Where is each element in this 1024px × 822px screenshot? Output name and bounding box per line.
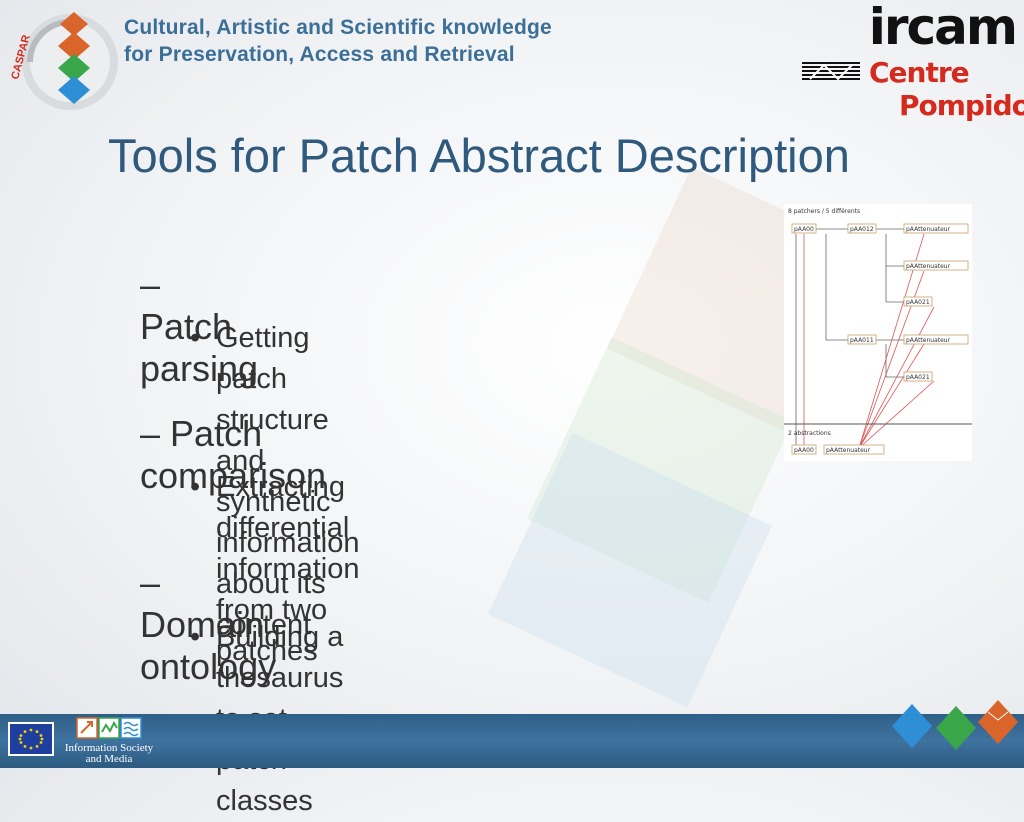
caspar-logo: CASPAR [9,12,118,110]
dash: – [140,562,161,603]
diagram-node: pAA012 [850,226,874,233]
diagram-section-label: 2 abstractions [788,430,831,437]
diagram-node: pAAttenuateur [906,226,951,233]
diagram-header: 8 patchers / 5 différents [788,208,860,215]
bullet: • [190,322,201,354]
footer-bar [0,714,1024,768]
sub-item-differential: • Extracting differential information fr… [190,467,359,672]
isl-line-1: Information Society [64,742,154,754]
bullet: • [190,471,201,503]
pompidou-text: Pompidou [899,89,1024,122]
item-text: Domain ontology [140,604,277,687]
bullet: • [190,621,201,653]
centre-pompidou-logo: Centre Pompidou [869,56,1024,122]
patch-structure-diagram: 8 patchers / 5 différents pA [784,204,972,461]
caspar-diamonds-logo [892,700,1018,750]
sub-item-line-1: Extracting differential information from… [216,471,360,626]
eu-flag-icon [8,722,54,756]
diagram-node: pAA021 [906,299,930,306]
centre-text: Centre [869,56,970,89]
sub-item-line-1: Getting patch structure and synthetic [216,322,331,518]
isl-line-2: and Media [85,753,133,765]
project-tagline: Cultural, Artistic and Scientific knowle… [124,14,552,68]
diagram-node: pAA011 [850,337,874,344]
sub-item-patch-structure: • Getting patch structure and synthetic … [190,318,359,646]
item-patch-comparison: – Patch comparison [140,413,326,497]
item-domain-ontology: – Domain ontology [140,562,276,688]
diagram-node: pAA00 [794,226,814,233]
diagram-node: pAA021 [906,374,930,381]
diagram-node: pAAttenuateur [906,337,951,344]
slide-title: Tools for Patch Abstract Description [108,129,850,182]
dash: – [140,264,161,305]
centre-pompidou-logo-mark [802,62,860,81]
item-patch-parsing: – Patch parsing [140,264,258,390]
sub-item-line-2: information about its content [216,527,360,641]
diagram-abstraction: pAAttenuateur [826,447,871,454]
sub-item-line-2: patches [216,635,318,667]
item-text: Patch parsing [140,306,259,389]
diagram-abstraction: pAA00 [794,447,814,454]
ircam-logo: ircam [868,0,1018,56]
diagram-node: pAAttenuateur [906,263,951,270]
tagline-line-1: Cultural, Artistic and Scientific knowle… [124,16,552,39]
information-society-logo [76,717,142,739]
information-society-text: Information Society and Media [63,743,155,765]
item-text: Patch comparison [140,413,327,496]
tagline-line-2: for Preservation, Access and Retrieval [124,43,515,66]
dash: – [140,413,161,454]
